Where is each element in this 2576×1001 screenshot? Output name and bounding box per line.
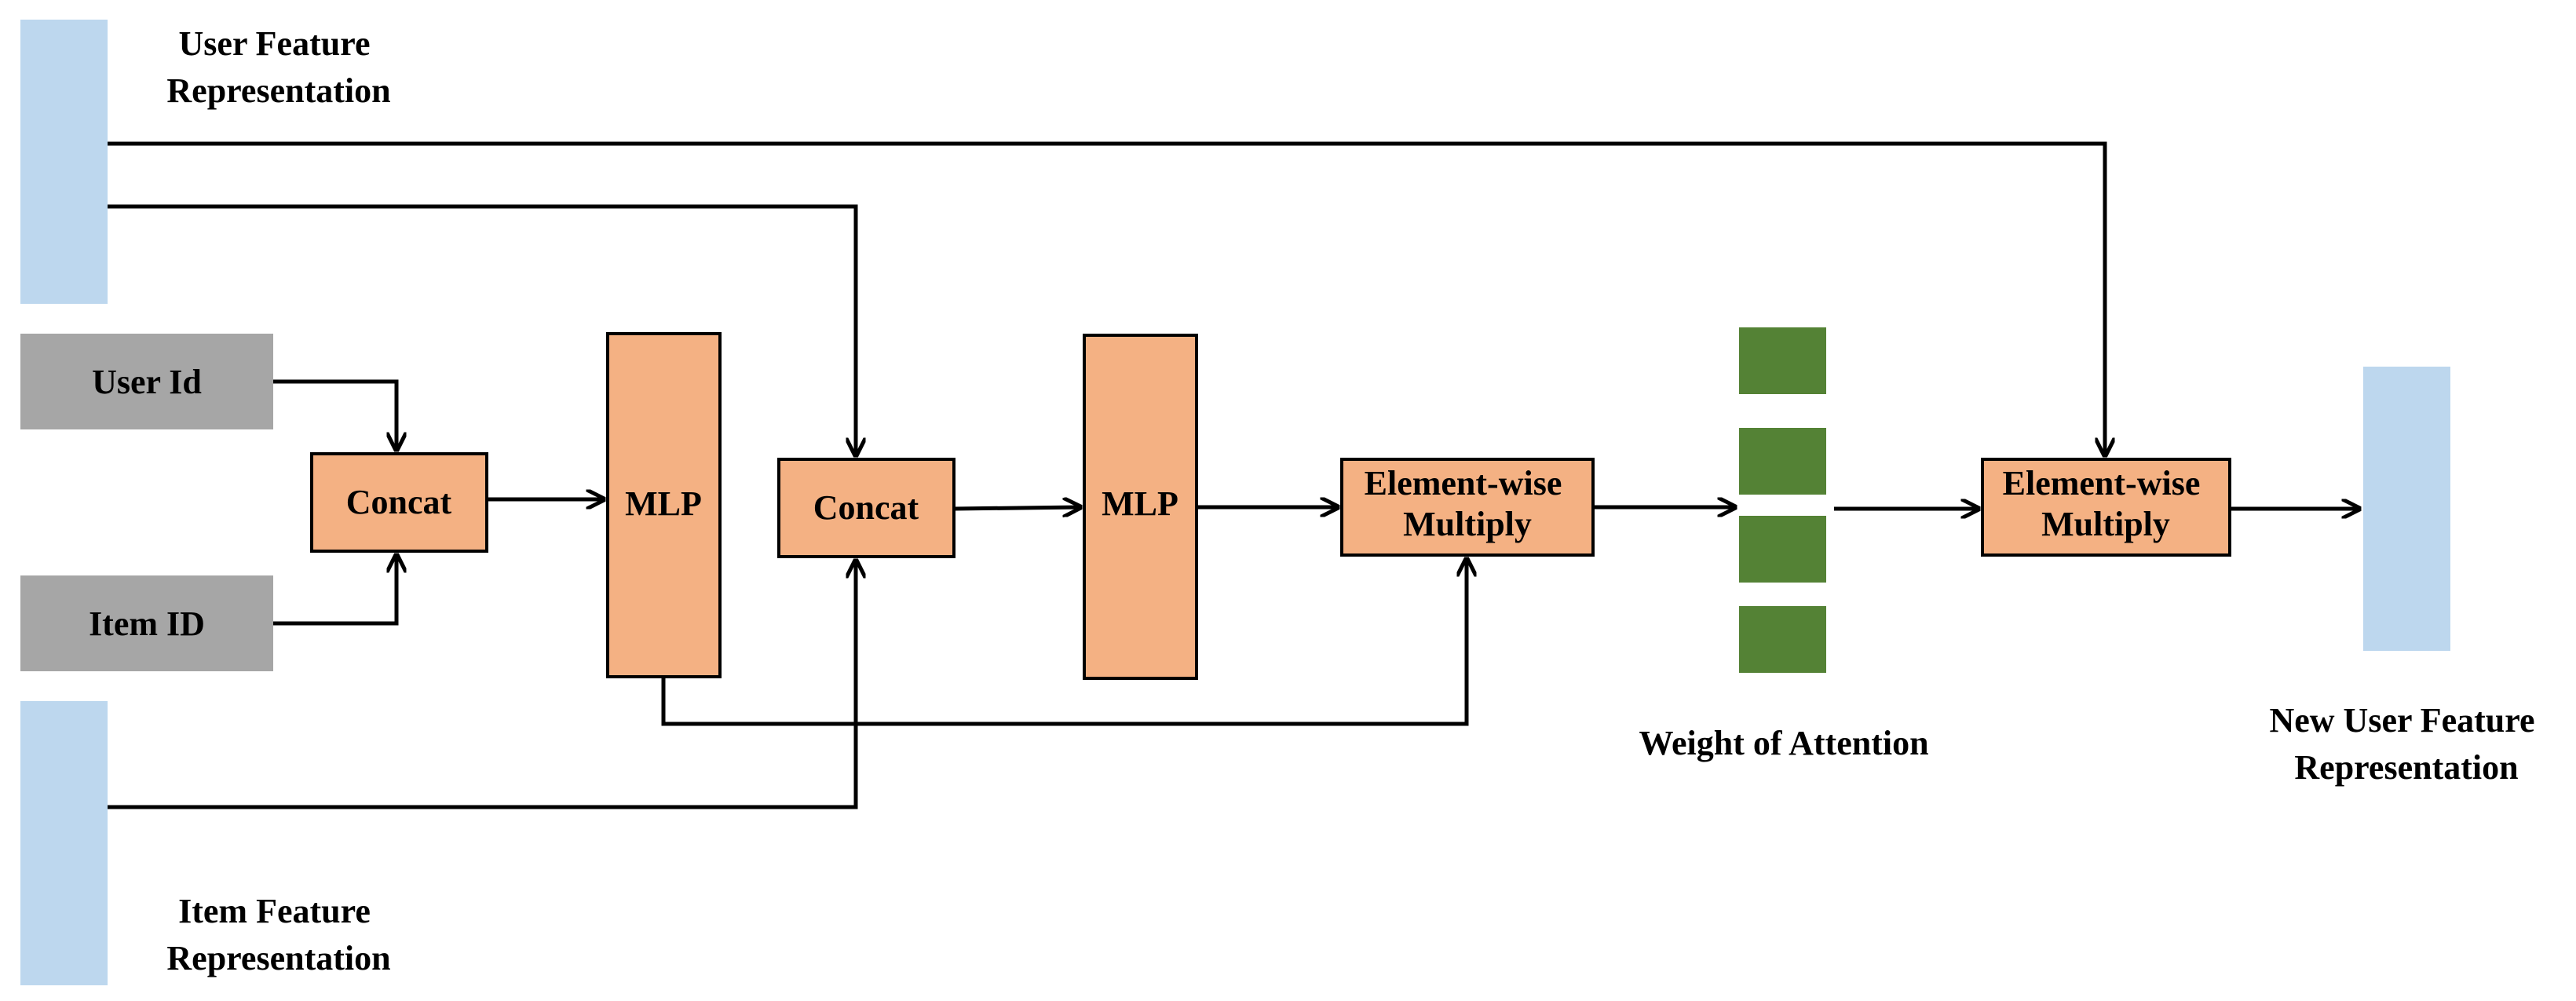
multiply-2-text: Element-wise Multiply xyxy=(2003,464,2209,543)
item-id-node: Item ID xyxy=(20,575,273,671)
multiply-1-text-line-1: Element-wise xyxy=(1365,464,1562,502)
user-feature-label-line-1: User Feature xyxy=(179,24,371,63)
item-feature-label: Item Feature Representation xyxy=(166,892,390,977)
multiply-1-node: Element-wise Multiply xyxy=(1340,458,1595,557)
mlp-2-box xyxy=(1083,334,1198,680)
item-feature-label-line-2: Representation xyxy=(166,939,390,977)
concat-1-node: Concat xyxy=(310,452,488,553)
mlp-1-node: MLP xyxy=(606,332,722,678)
mlp-2-text: MLP xyxy=(1102,484,1178,523)
multiply-1-text-line-2: Multiply xyxy=(1403,505,1532,543)
attention-weight-block-3 xyxy=(1739,516,1826,583)
concat-1-text: Concat xyxy=(346,483,452,521)
connectors xyxy=(108,141,2359,809)
user-feature-bar xyxy=(20,20,108,304)
edge-item-id-to-concat-1 xyxy=(273,555,396,626)
user-feature-label: User Feature Representation xyxy=(166,24,390,110)
user-id-box xyxy=(20,334,273,429)
multiply-1-text: Element-wise Multiply xyxy=(1365,464,1571,543)
mlp-2-node: MLP xyxy=(1083,334,1198,680)
item-id-box xyxy=(20,575,273,671)
user-id-node: User Id xyxy=(20,334,273,429)
attention-weight-block-2 xyxy=(1739,428,1826,495)
new-user-feature-bar xyxy=(2363,367,2450,651)
user-feature-label-line-2: Representation xyxy=(166,71,390,110)
mlp-1-box xyxy=(606,332,722,678)
multiply-2-node: Element-wise Multiply xyxy=(1981,458,2231,557)
multiply-2-text-line-1: Element-wise xyxy=(2003,464,2201,502)
edge-user-feature-to-multiply-2 xyxy=(108,141,2105,455)
item-id-text: Item ID xyxy=(89,605,205,643)
new-user-feature-label-line-2: Representation xyxy=(2294,748,2518,787)
mlp-1-text: MLP xyxy=(625,484,702,523)
concat-2-text: Concat xyxy=(813,488,919,527)
edge-item-feature-to-concat-2 xyxy=(108,561,856,809)
user-id-text: User Id xyxy=(92,363,202,401)
edge-user-feature-to-concat-2 xyxy=(108,204,856,455)
edge-user-id-to-concat-1 xyxy=(273,379,396,450)
new-user-feature-label-line-1: New User Feature xyxy=(2269,701,2534,740)
edge-concat-2-to-mlp-2 xyxy=(953,507,1080,509)
multiply-2-box xyxy=(1981,458,2231,557)
concat-2-node: Concat xyxy=(777,458,955,558)
item-feature-label-line-1: Item Feature xyxy=(178,892,371,930)
new-user-feature-label: New User Feature Representation xyxy=(2269,701,2543,787)
multiply-1-box xyxy=(1340,458,1595,557)
attention-weight-block-4 xyxy=(1739,606,1826,673)
attention-weights xyxy=(1739,327,1826,673)
concat-1-box xyxy=(310,452,488,553)
multiply-2-text-line-2: Multiply xyxy=(2041,505,2170,543)
weight-of-attention-label: Weight of Attention xyxy=(1639,724,1928,762)
item-feature-bar xyxy=(20,701,108,985)
edge-mlp-1-to-multiply-1 xyxy=(661,559,1467,726)
attention-weight-block-1 xyxy=(1739,327,1826,394)
